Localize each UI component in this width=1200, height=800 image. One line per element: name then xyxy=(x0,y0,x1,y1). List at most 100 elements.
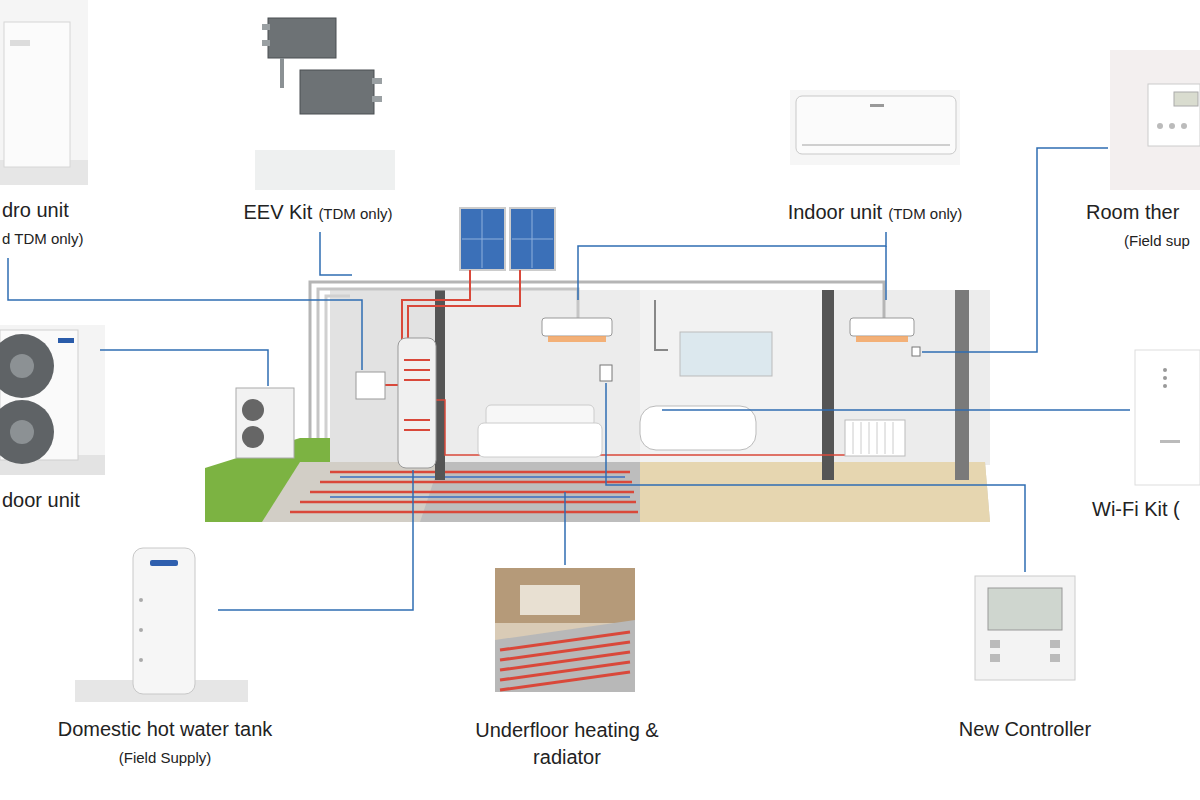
leader-lines-part xyxy=(100,350,268,386)
outdoor-unit-picture-part xyxy=(0,334,54,398)
room-thermostat-picture-part xyxy=(1148,84,1200,146)
caption-title: Underfloor heating & radiator xyxy=(475,719,658,768)
house-illustration-part xyxy=(912,347,920,356)
house-illustration-part xyxy=(955,290,969,480)
underfloor-heating-picture-part xyxy=(500,632,630,690)
underfloor-heating-picture-part xyxy=(495,620,635,692)
outdoor-unit-picture-part xyxy=(10,420,34,444)
indoor-unit-picture-part xyxy=(802,144,950,146)
house-illustration-part xyxy=(326,296,350,438)
leader-lines-part xyxy=(885,246,887,300)
product-caption: Indoor unit(TDM only) xyxy=(760,200,990,225)
caption-note: (TDM only) xyxy=(318,205,392,222)
leader-lines-part xyxy=(218,470,413,610)
caption-row: (Field Supply) xyxy=(20,748,310,767)
underfloor-heating-picture-part xyxy=(520,585,580,615)
house-illustration xyxy=(205,208,990,522)
dhw-tank-picture xyxy=(75,548,248,702)
controller-picture-part xyxy=(1050,640,1060,648)
wifi-kit-picture-part xyxy=(1135,350,1200,485)
eev-kit-picture-part xyxy=(300,70,374,114)
dhw-tank-picture-part xyxy=(139,658,143,662)
room-thermostat-picture-part xyxy=(1157,123,1163,129)
house-illustration-part xyxy=(262,462,990,522)
wifi-kit-picture-part xyxy=(1163,384,1167,388)
product-caption: EEV Kit (TDM only) xyxy=(218,200,418,225)
eev-kit-picture-part xyxy=(372,96,382,102)
product-caption: Room ther (Field sup xyxy=(1086,200,1198,250)
dhw-tank-picture-part xyxy=(139,628,143,632)
caption-row: (Field sup xyxy=(1086,231,1198,250)
hydro-unit-picture-part xyxy=(4,22,70,167)
house-illustration-part xyxy=(462,210,553,268)
dhw-tank-picture-part xyxy=(133,548,195,694)
indoor-unit-picture-part xyxy=(796,96,956,154)
outdoor-unit-picture-part xyxy=(58,338,74,343)
house-illustration-part xyxy=(478,423,602,457)
house-illustration-part xyxy=(542,318,612,336)
caption-title: Wi-Fi Kit ( xyxy=(1092,498,1180,520)
house-illustration-part xyxy=(822,290,834,480)
house-illustration-part xyxy=(680,332,772,376)
house-illustration-part xyxy=(440,290,990,465)
wifi-kit-picture xyxy=(1135,350,1200,485)
house-illustration-part xyxy=(236,388,294,458)
caption-row: d TDM only) xyxy=(2,229,142,248)
product-caption: Wi-Fi Kit ( xyxy=(1092,497,1198,522)
house-illustration-part xyxy=(600,365,612,381)
leader-lines xyxy=(8,148,1130,610)
caption-row: New Controller xyxy=(920,717,1130,742)
controller-picture-part xyxy=(988,588,1062,630)
house-illustration-part xyxy=(242,426,264,448)
house-illustration-part xyxy=(242,399,264,421)
eev-kit-picture-part xyxy=(255,150,395,190)
outdoor-unit-picture-part xyxy=(10,354,34,378)
room-thermostat-picture-part xyxy=(1174,92,1198,106)
room-thermostat-picture-part xyxy=(1181,123,1187,129)
caption-note: d TDM only) xyxy=(2,230,83,247)
room-thermostat-picture xyxy=(1110,50,1200,190)
eev-kit-picture-part xyxy=(280,58,284,88)
wifi-kit-picture-part xyxy=(1163,368,1167,372)
eev-kit-picture-part xyxy=(268,18,336,58)
leader-lines-part xyxy=(922,148,1108,352)
controller-picture-part xyxy=(990,640,1000,648)
underfloor-heating-picture xyxy=(495,568,635,692)
leader-lines-part xyxy=(8,258,362,370)
house-illustration-part xyxy=(640,406,756,450)
underfloor-heating-picture-part xyxy=(495,568,635,692)
house-illustration-part xyxy=(310,282,884,438)
house-illustration-part xyxy=(408,270,520,340)
house-illustration-part xyxy=(330,477,630,497)
product-caption: New Controller xyxy=(920,717,1130,742)
outdoor-unit-picture xyxy=(0,325,105,475)
caption-title: EEV Kit xyxy=(243,201,312,223)
caption-row: door unit xyxy=(2,488,122,513)
controller-picture xyxy=(975,576,1075,680)
product-caption: Underfloor heating & radiator xyxy=(467,717,667,771)
product-caption: dro unitd TDM only) xyxy=(2,198,142,248)
caption-title: Domestic hot water tank xyxy=(58,718,273,740)
house-illustration-part xyxy=(404,360,430,430)
caption-note: (Field sup xyxy=(1124,232,1190,249)
leader-lines-part xyxy=(564,492,566,565)
caption-row: Wi-Fi Kit ( xyxy=(1092,497,1198,522)
caption-row: EEV Kit (TDM only) xyxy=(218,200,418,225)
house-illustration-part xyxy=(845,420,905,456)
controller-picture-part xyxy=(1050,654,1060,662)
product-caption: Domestic hot water tank (Field Supply) xyxy=(20,717,310,767)
house-illustration-part xyxy=(548,336,606,342)
caption-row: Room ther xyxy=(1086,200,1198,225)
dhw-tank-picture-part xyxy=(139,598,143,602)
leader-lines-part xyxy=(320,232,352,275)
house-illustration-part xyxy=(290,472,638,512)
outdoor-unit-picture-part xyxy=(0,400,54,464)
hydro-unit-picture-part xyxy=(10,40,30,46)
hydro-unit-picture-part xyxy=(0,0,88,185)
underfloor-heating-picture-part xyxy=(495,568,635,623)
leader-lines-part xyxy=(578,232,886,300)
house-illustration-part xyxy=(385,384,398,386)
house-illustration-part xyxy=(640,462,990,522)
house-illustration-part xyxy=(640,290,822,465)
